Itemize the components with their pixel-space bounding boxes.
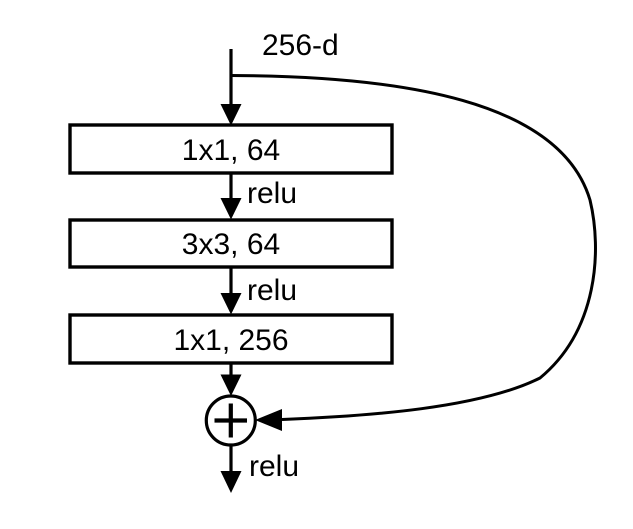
output-arrowhead-icon: [220, 471, 242, 493]
conv3-box: [68, 313, 394, 365]
conv2-box: [68, 218, 394, 269]
conv1-box: [68, 123, 394, 175]
conv2-conv3-arrowhead-icon: [220, 293, 242, 315]
relu-label-3: relu: [249, 450, 299, 483]
plus-icon: [214, 403, 247, 438]
skip-connection-edge: [230, 74, 597, 421]
skip-arrowhead-icon: [255, 409, 282, 431]
conv3-label: 1x1, 256: [173, 324, 288, 357]
conv1-label: 1x1, 64: [182, 134, 280, 167]
relu-label-2: relu: [247, 274, 297, 307]
conv3-add-arrowhead-icon: [220, 374, 242, 396]
input-arrowhead-icon: [220, 104, 242, 126]
conv1-conv2-arrowhead-icon: [220, 198, 242, 220]
conv2-label: 3x3, 64: [182, 228, 280, 261]
input-dim-label: 256-d: [262, 29, 339, 62]
relu-label-1: relu: [247, 177, 297, 210]
